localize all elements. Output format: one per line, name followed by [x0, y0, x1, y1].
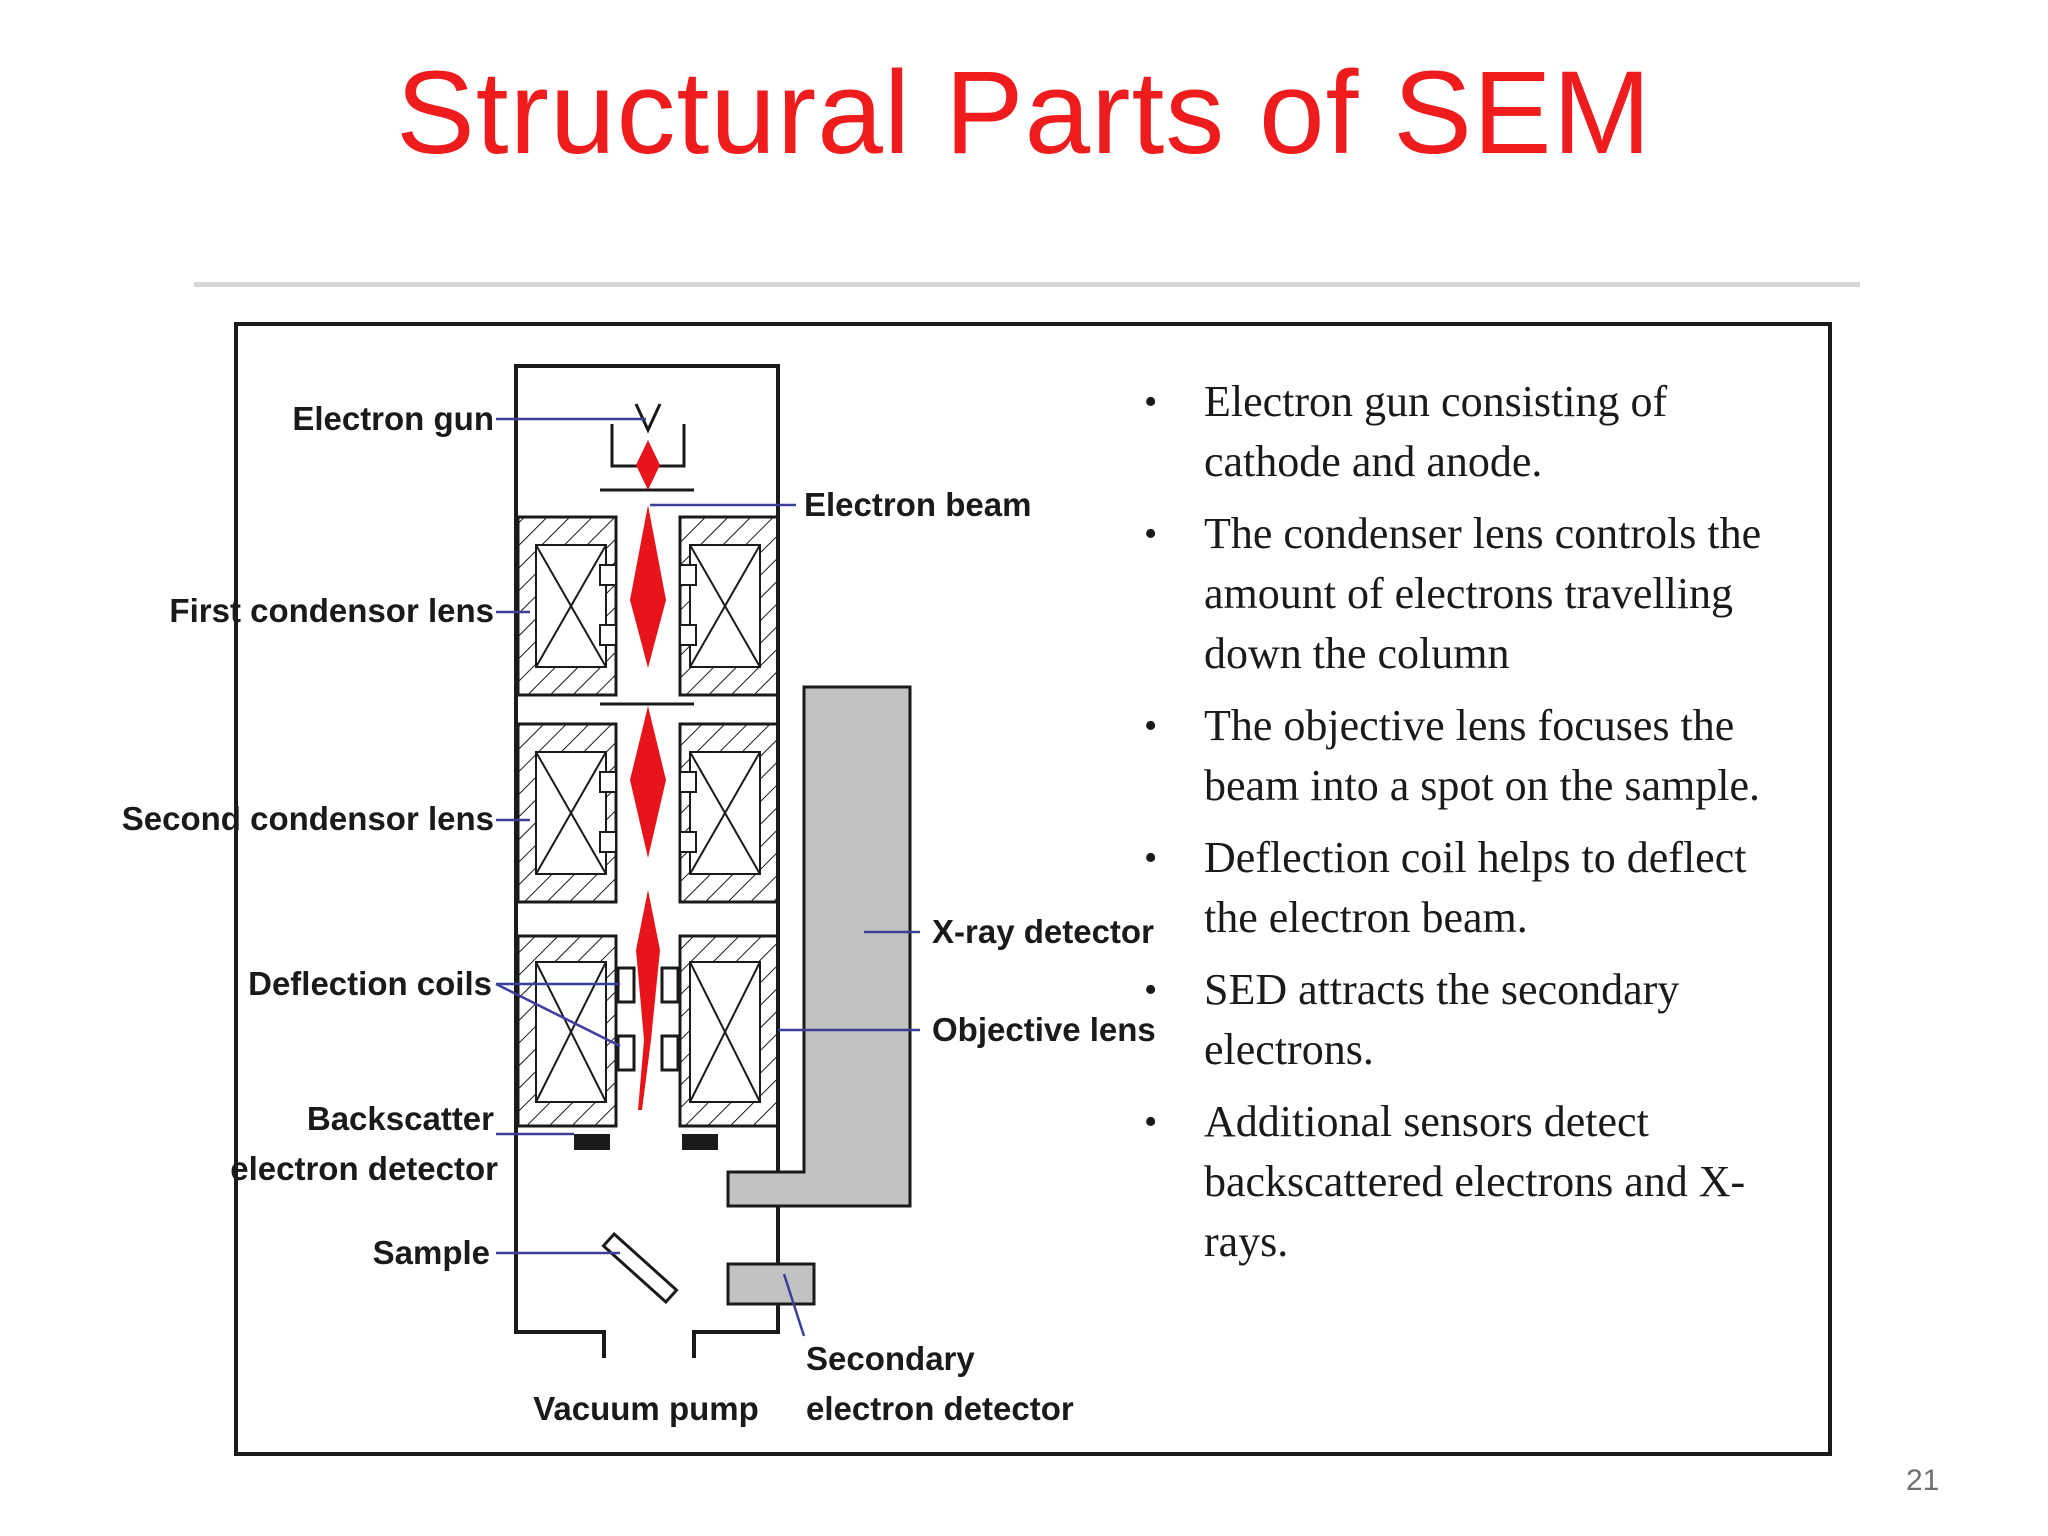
- bullet-text: The condenser lens controls the amount o…: [1204, 509, 1762, 678]
- label-vacuum-pump: Vacuum pump: [533, 1390, 759, 1427]
- label-objective-lens: Objective lens: [932, 1011, 1156, 1048]
- label-electron-beam: Electron beam: [804, 486, 1031, 523]
- bullet-item: • Deflection coil helps to deflect the e…: [1134, 828, 1794, 948]
- xray-detector-shape: [726, 685, 912, 1208]
- bullet-text: The objective lens focuses the beam into…: [1204, 701, 1760, 810]
- bullet-marker: •: [1144, 1101, 1158, 1143]
- title-divider: [194, 282, 1860, 287]
- label-electron-gun: Electron gun: [292, 400, 494, 437]
- objective-lens-shape: [516, 934, 780, 1128]
- bullet-text: Additional sensors detect backscattered …: [1204, 1097, 1746, 1266]
- bullet-item: • The objective lens focuses the beam in…: [1134, 696, 1794, 816]
- first-condensor-lens-shape: [516, 515, 780, 697]
- label-xray-detector: X-ray detector: [932, 913, 1154, 950]
- bullet-marker: •: [1144, 513, 1158, 555]
- label-secondary-line1: Secondary: [806, 1340, 975, 1377]
- electron-beam-shape: [630, 440, 666, 1110]
- deflection-coils-shape: [616, 966, 680, 1072]
- secondary-detector-shape: [726, 1262, 816, 1306]
- bullet-marker: •: [1144, 969, 1158, 1011]
- label-deflection-coils: Deflection coils: [248, 965, 492, 1002]
- slide-title: Structural Parts of SEM: [396, 47, 1652, 179]
- column-housing: [514, 364, 780, 1358]
- page-number: 21: [1906, 1464, 1940, 1497]
- backscatter-detector-shape: [574, 1134, 718, 1150]
- second-condensor-lens-shape: [516, 722, 780, 904]
- content-frame: [234, 322, 1832, 1456]
- label-backscatter-line1: Backscatter: [307, 1100, 494, 1137]
- bullet-item: • Additional sensors detect backscattere…: [1134, 1092, 1794, 1272]
- leader-lines: [495, 417, 920, 1337]
- bullet-item: • The condenser lens controls the amount…: [1134, 504, 1794, 684]
- sample-shape: [601, 1231, 679, 1305]
- bullet-text: SED attracts the secondary electrons.: [1204, 965, 1680, 1074]
- bullet-marker: •: [1144, 705, 1158, 747]
- bullet-item: • SED attracts the secondary electrons.: [1134, 960, 1794, 1080]
- bullet-list: • Electron gun consisting of cathode and…: [1134, 372, 1794, 1284]
- label-backscatter-line2: electron detector: [230, 1150, 498, 1187]
- bullet-text: Deflection coil helps to deflect the ele…: [1204, 833, 1747, 942]
- bullet-item: • Electron gun consisting of cathode and…: [1134, 372, 1794, 492]
- label-secondary-line2: electron detector: [806, 1390, 1074, 1427]
- label-sample: Sample: [373, 1234, 490, 1271]
- label-first-condensor-lens: First condensor lens: [169, 592, 494, 629]
- label-second-condensor-lens: Second condensor lens: [122, 800, 494, 837]
- bullet-marker: •: [1144, 837, 1158, 879]
- bullet-text: Electron gun consisting of cathode and a…: [1204, 377, 1668, 486]
- bullet-marker: •: [1144, 381, 1158, 423]
